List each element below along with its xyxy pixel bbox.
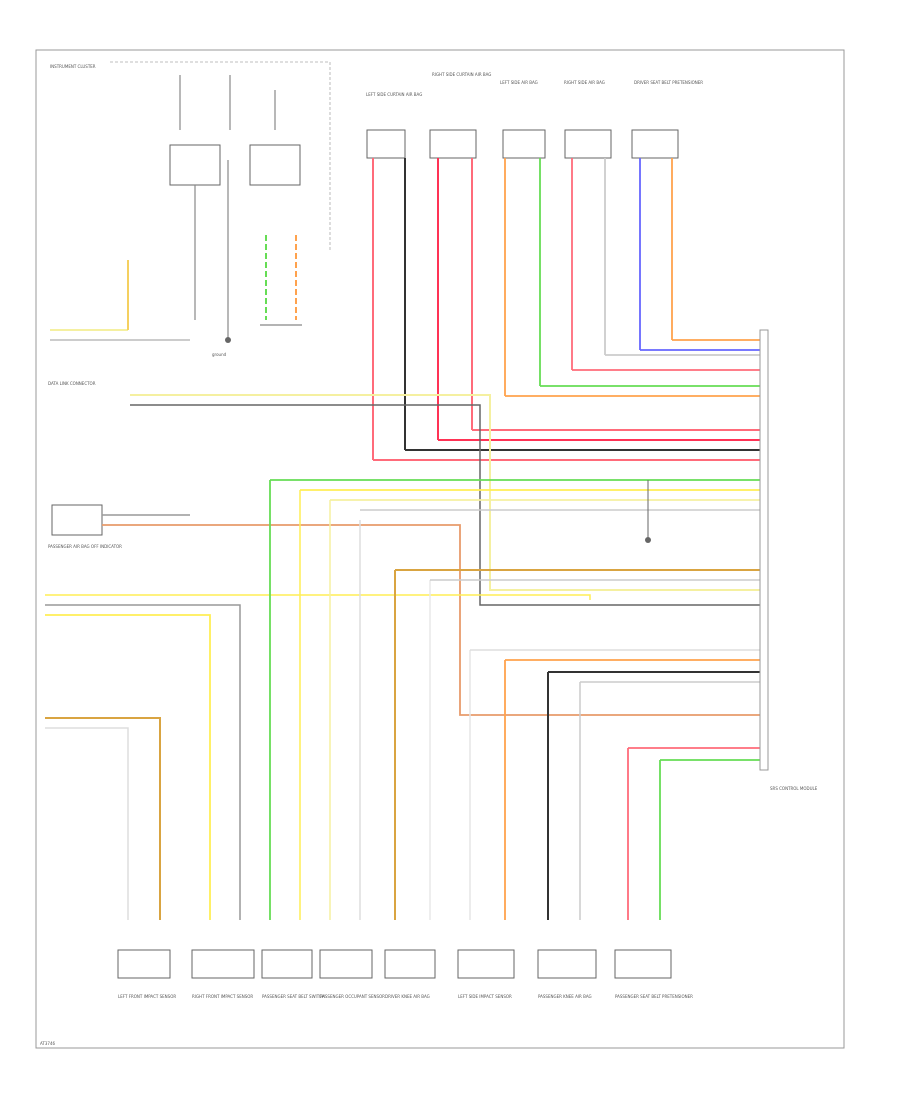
diagram-frame <box>35 49 845 1049</box>
ground-icon <box>645 537 651 543</box>
svg-text:LEFT SIDE IMPACT SENSOR: LEFT SIDE IMPACT SENSOR <box>458 994 512 999</box>
instrument-cluster-block: INSTRUMENT CLUSTER ground <box>50 61 331 357</box>
svg-text:RIGHT SIDE AIR BAG: RIGHT SIDE AIR BAG <box>564 80 605 85</box>
svg-text:PASSENGER OCCUPANT SENSOR: PASSENGER OCCUPANT SENSOR <box>320 994 385 999</box>
svg-text:LEFT FRONT IMPACT SENSOR: LEFT FRONT IMPACT SENSOR <box>118 994 176 999</box>
srs-control-module: SRS CONTROL MODULE <box>759 329 818 791</box>
svg-text:SRS CONTROL MODULE: SRS CONTROL MODULE <box>770 786 818 791</box>
svg-text:LEFT SIDE CURTAIN AIR BAG: LEFT SIDE CURTAIN AIR BAG <box>366 92 422 97</box>
data-link-connector <box>50 260 190 341</box>
svg-text:PASSENGER AIR BAG OFF INDICATO: PASSENGER AIR BAG OFF INDICATOR <box>48 544 122 549</box>
bottom-components: LEFT FRONT IMPACT SENSOR RIGHT FRONT IMP… <box>117 949 693 999</box>
svg-text:DATA LINK CONNECTOR: DATA LINK CONNECTOR <box>48 381 96 386</box>
svg-text:RIGHT FRONT IMPACT SENSOR: RIGHT FRONT IMPACT SENSOR <box>192 994 253 999</box>
svg-text:RIGHT SIDE CURTAIN AIR BAG: RIGHT SIDE CURTAIN AIR BAG <box>432 72 491 77</box>
diagram-id: AT3746 <box>40 1041 56 1046</box>
component-box <box>366 129 406 159</box>
passenger-air-bag-off-indicator: PASSENGER AIR BAG OFF INDICATOR <box>48 504 760 716</box>
svg-text:LEFT SIDE AIR BAG: LEFT SIDE AIR BAG <box>500 80 538 85</box>
top-components: LEFT SIDE CURTAIN AIR BAG RIGHT SIDE CUR… <box>366 72 703 159</box>
svg-text:DRIVER SEAT BELT PRETENSIONER: DRIVER SEAT BELT PRETENSIONER <box>634 80 703 85</box>
ground-icon <box>225 337 231 343</box>
svg-text:ground: ground <box>212 352 227 357</box>
svg-text:INSTRUMENT CLUSTER: INSTRUMENT CLUSTER <box>50 64 96 69</box>
svg-text:PASSENGER SEAT BELT PRETENSION: PASSENGER SEAT BELT PRETENSIONER <box>615 994 693 999</box>
svg-text:DRIVER KNEE AIR BAG: DRIVER KNEE AIR BAG <box>385 994 430 999</box>
svg-text:PASSENGER KNEE AIR BAG: PASSENGER KNEE AIR BAG <box>538 994 592 999</box>
svg-text:PASSENGER SEAT BELT SWITCH: PASSENGER SEAT BELT SWITCH <box>262 994 325 999</box>
